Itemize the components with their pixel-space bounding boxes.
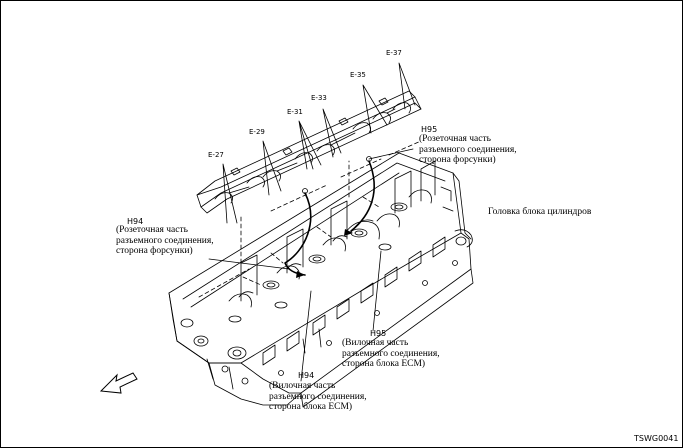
harness-label-e37: E-37 [386,49,402,57]
cylinder-head-label: Головка блока цилиндров [488,207,592,217]
harness-leader-lines [222,62,416,224]
callout-h94-lower-code: H94 [298,371,315,380]
harness-label-e31: E-31 [287,108,303,116]
harness-label-e27: E-27 [208,151,224,159]
harness-label-e33: E-33 [311,94,327,102]
front-direction-arrow-icon [99,372,138,394]
cylinder-head-body [168,152,474,408]
callout-h94-upper-caption: (Розеточная часть разъемного соединения,… [116,225,214,256]
callout-h95-lower-code: H95 [370,329,387,338]
connector-wires [284,160,375,276]
figure-code: TSWG0041 [634,434,679,443]
harness-label-e35: E-35 [350,71,366,79]
harness-label-e29: E-29 [249,128,265,136]
callout-h94-lower-caption: (Вилочная часть разъемного соединения, с… [269,381,367,412]
callout-h94-upper-code: H94 [127,217,144,226]
injector-harness [196,90,422,214]
callout-h95-upper-code: H95 [421,125,438,134]
callout-leader-lines [208,148,414,382]
callout-h95-upper-caption: (Розеточная часть разъемного соединения,… [419,134,517,165]
callout-h95-lower-caption: (Вилочная часть разъемного соединения, с… [342,338,440,369]
